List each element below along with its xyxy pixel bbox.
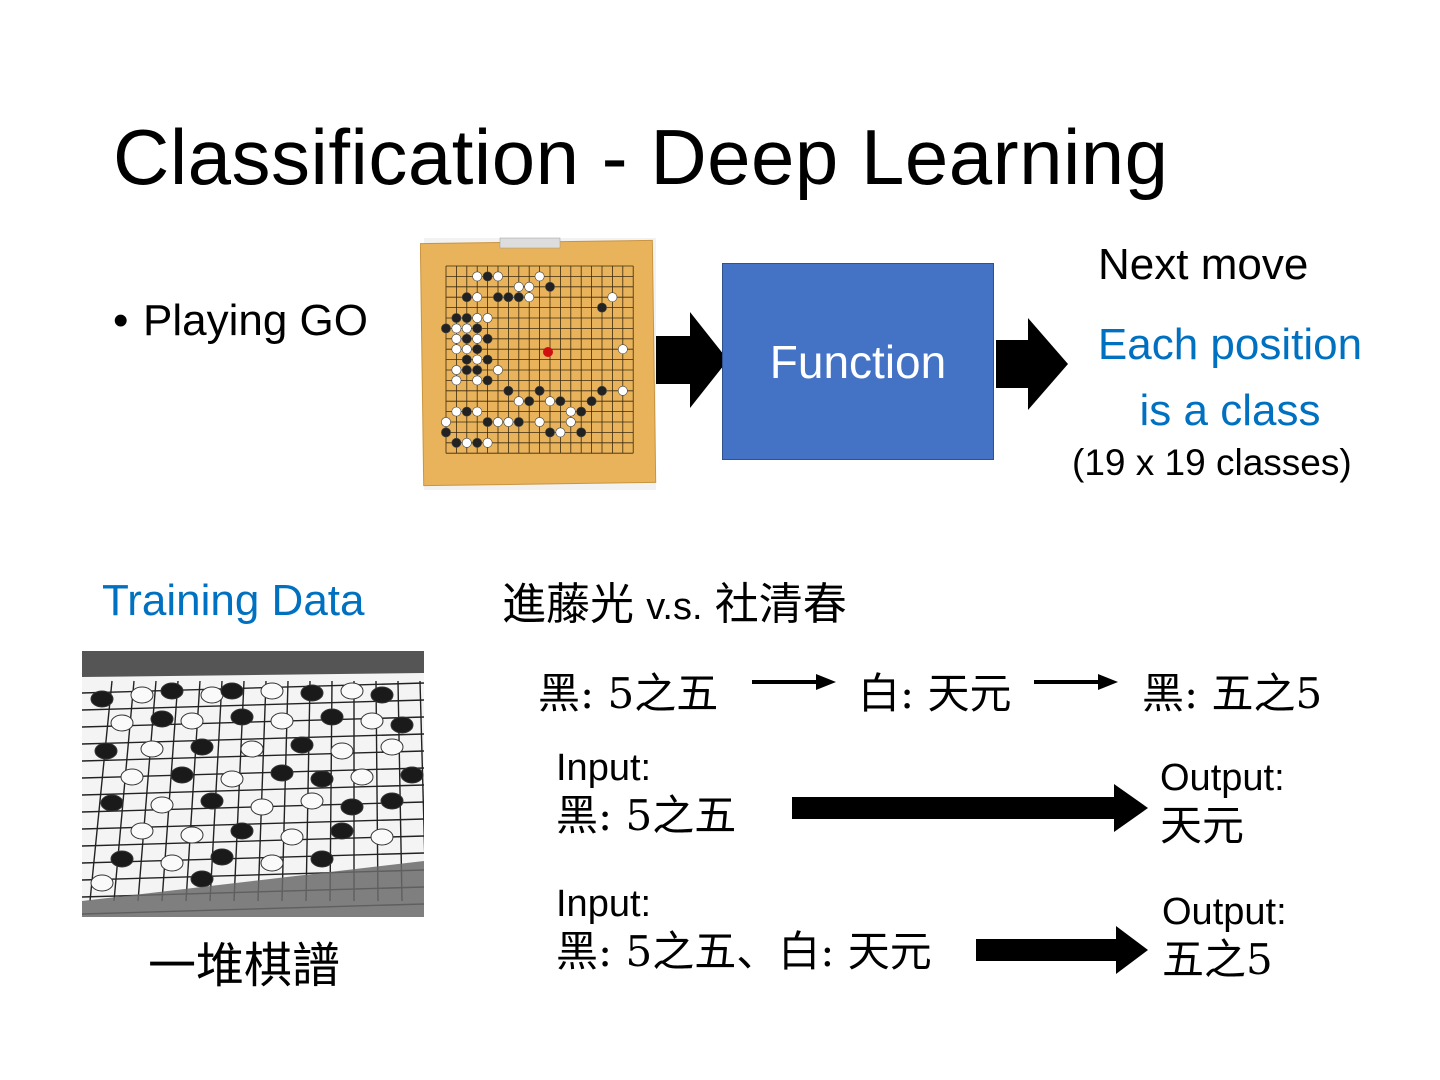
sequence-prefix: 白: — [858, 669, 928, 718]
sequence-move-3: 黑: 五之5 — [1142, 660, 1322, 721]
example-1-output: Output: 天元 — [1160, 754, 1285, 850]
sequence-move: 天元 — [928, 669, 1012, 718]
output-value: 天元 — [1160, 802, 1285, 850]
sequence-prefix: 黑: — [1142, 669, 1212, 718]
go-board-screenshot-icon — [420, 232, 660, 492]
each-position-text: Each position is a class — [1060, 312, 1400, 444]
bullet-dot: • — [113, 296, 143, 346]
each-position-line1: Each position — [1060, 312, 1400, 378]
classes-note: (19 x 19 classes) — [1072, 442, 1352, 484]
arrow-right-icon — [996, 318, 1068, 410]
player-1: 進藤光 — [502, 579, 634, 630]
sequence-prefix: 黑: — [538, 669, 608, 718]
output-value: 五之5 — [1162, 936, 1287, 984]
output-label: Output: — [1160, 754, 1285, 802]
input-label: Input: — [556, 880, 932, 928]
thick-arrow-right-icon — [976, 926, 1148, 974]
sequence-move: 5之五 — [608, 669, 719, 718]
training-data-label: Training Data — [102, 576, 365, 626]
input-value: 黑: 5之五、白: 天元 — [556, 928, 932, 976]
slide-title: Classification - Deep Learning — [113, 112, 1169, 203]
player-2: 社清春 — [715, 579, 847, 630]
thin-arrow-right-icon — [1034, 672, 1118, 692]
function-label: Function — [770, 335, 946, 389]
function-box: Function — [722, 263, 994, 460]
bullet-text: Playing GO — [143, 296, 368, 345]
output-label: Output: — [1162, 888, 1287, 936]
sequence-move: 五之5 — [1212, 669, 1323, 718]
sequence-move-2: 白: 天元 — [858, 660, 1012, 721]
arrow-right-icon — [656, 312, 728, 408]
sequence-move-1: 黑: 5之五 — [538, 660, 718, 721]
input-label: Input: — [556, 744, 736, 792]
each-position-line2: is a class — [1060, 378, 1400, 444]
input-value: 黑: 5之五 — [556, 792, 736, 840]
matchup-title: 進藤光 v.s. 社清春 — [502, 568, 847, 632]
bullet-playing-go: •Playing GO — [113, 296, 368, 346]
pile-of-game-records-label: 一堆棋譜 — [148, 926, 340, 996]
thick-arrow-right-icon — [792, 784, 1148, 832]
thin-arrow-right-icon — [752, 672, 836, 692]
example-2-output: Output: 五之5 — [1162, 888, 1287, 984]
go-board-photo-icon — [82, 651, 424, 917]
next-move-label: Next move — [1098, 240, 1308, 290]
example-1-input: Input: 黑: 5之五 — [556, 744, 736, 840]
example-2-input: Input: 黑: 5之五、白: 天元 — [556, 880, 932, 976]
vs-text: v.s. — [646, 586, 702, 628]
